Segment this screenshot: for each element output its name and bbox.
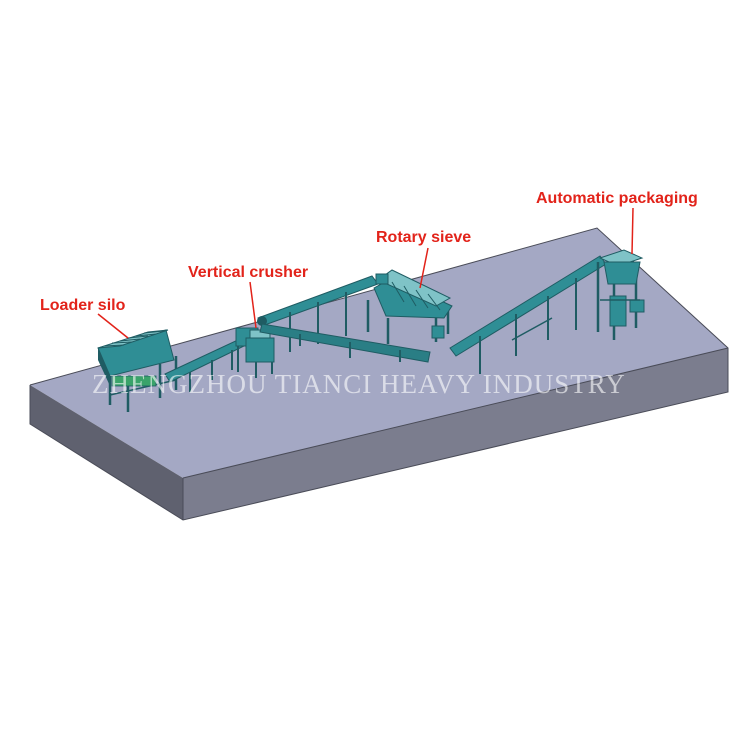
conveyor-crusher-to-sieve (257, 275, 379, 352)
platform-outline (29, 227, 729, 521)
platform-front-face (183, 348, 728, 520)
rotary-sieve (366, 269, 453, 344)
vertical-crusher (235, 327, 275, 378)
loader-silo (97, 329, 178, 412)
label-loader-silo-text: Loader silo (40, 297, 126, 314)
return-conveyor (259, 323, 431, 363)
platform-left-face (30, 385, 183, 520)
label-automatic-packaging-leader (631, 207, 634, 255)
watermark-text: ZHENGZHOU TIANCI HEAVY INDUSTRY (92, 369, 626, 399)
label-loader-silo: Loader silo (40, 297, 129, 339)
label-automatic-packaging: Automatic packaging (536, 190, 698, 255)
platform-front-edge (182, 347, 729, 479)
label-vertical-crusher: Vertical crusher (188, 264, 308, 329)
automatic-packaging (596, 249, 645, 340)
label-vertical-crusher-text: Vertical crusher (188, 264, 308, 281)
label-vertical-crusher-leader (249, 281, 257, 329)
label-rotary-sieve: Rotary sieve (376, 229, 471, 289)
label-automatic-packaging-text: Automatic packaging (536, 190, 698, 207)
label-loader-silo-leader (97, 313, 129, 339)
label-rotary-sieve-text: Rotary sieve (376, 229, 471, 246)
label-rotary-sieve-leader (419, 247, 429, 289)
